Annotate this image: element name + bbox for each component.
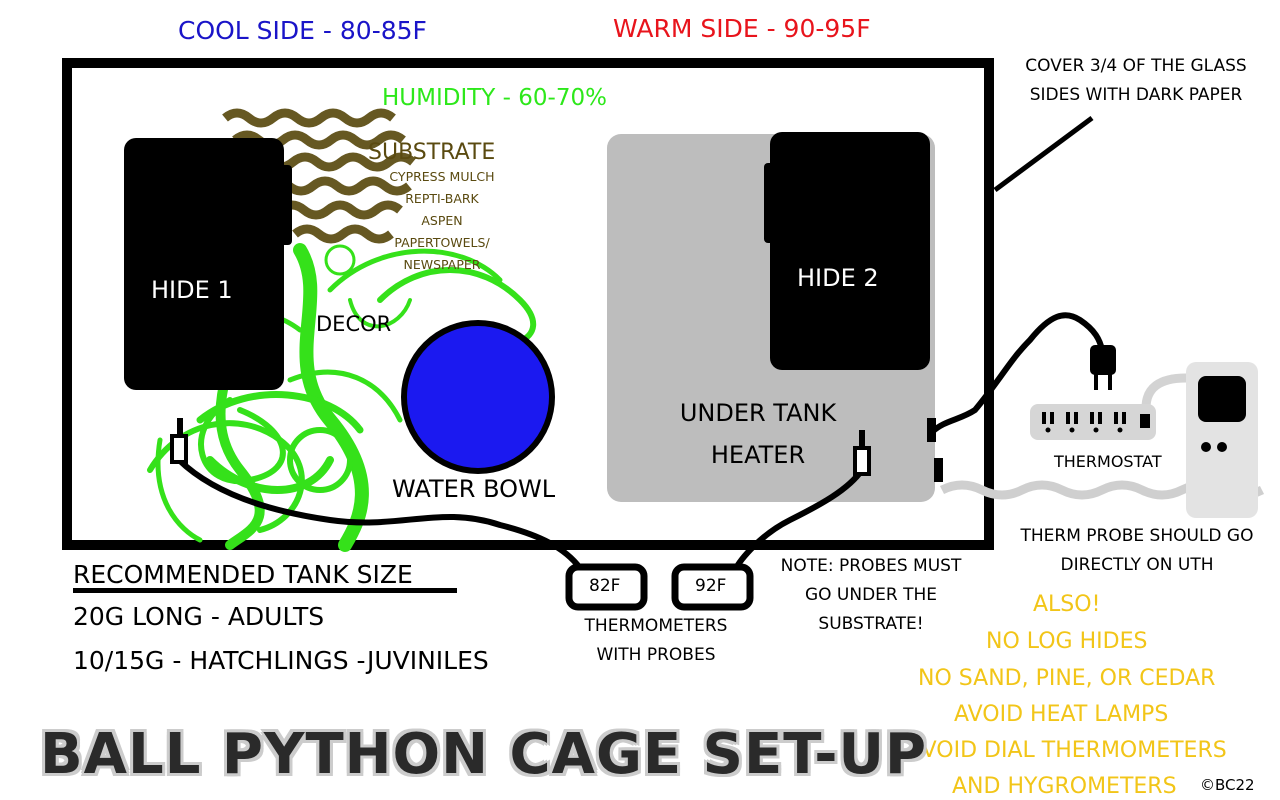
cover-pointer-line (993, 115, 1094, 193)
probe-note: NOTE: PROBES MUST GO UNDER THE SUBSTRATE… (780, 556, 962, 634)
tank-size-title: RECOMMENDED TANK SIZE (73, 560, 413, 589)
also-item: NO LOG HIDES (986, 629, 1148, 654)
heater-connector-1 (927, 418, 936, 442)
thermometers-label: THERMOMETERS WITH PROBES (584, 616, 728, 665)
heater-plug (1090, 345, 1116, 390)
also-title: ALSO! (1033, 592, 1101, 617)
substrate-texture (222, 108, 416, 244)
cover-note: COVER 3/4 OF THE GLASS SIDES WITH DARK P… (1025, 56, 1247, 105)
therm-probe-note: THERM PROBE SHOULD GO DIRECTLY ON UTH (1020, 526, 1254, 575)
substrate-item: CYPRESS MULCH (389, 169, 495, 184)
page-title: BALL PYTHON CAGE SET-UP (40, 722, 927, 787)
probe-wire-2 (732, 468, 865, 572)
thermostat-label: THERMOSTAT (1054, 452, 1162, 471)
water-bowl (401, 320, 555, 474)
water-bowl-label: WATER BOWL (392, 475, 556, 503)
hide-1-label: HIDE 1 (151, 276, 233, 304)
heater-power-cable (929, 312, 1105, 435)
also-item: AND HYGROMETERS (952, 774, 1177, 799)
under-tank-heater-label: UNDER TANK HEATER (679, 399, 837, 469)
cool-side-label: COOL SIDE - 80-85F (178, 16, 427, 45)
power-strip (1030, 373, 1187, 440)
probe-2 (853, 430, 871, 476)
thermostat-unit (1186, 362, 1258, 518)
warm-side-label: WARM SIDE - 90-95F (613, 14, 871, 43)
decor-label: DECOR (316, 312, 392, 336)
probe-1 (170, 418, 188, 464)
thermometer-reading-1: 82F (589, 576, 621, 596)
thermometer-box-2 (671, 563, 754, 611)
probe-wire-1 (176, 457, 583, 570)
substrate-title: SUBSTRATE (368, 140, 496, 165)
thermometer-reading-2: 92F (695, 576, 727, 596)
heater-connector-2 (934, 458, 943, 482)
thermometer-box-1 (565, 563, 648, 611)
also-item: NO SAND, PINE, OR CEDAR (918, 666, 1216, 691)
humidity-label: HUMIDITY - 60-70% (382, 85, 607, 111)
tank-size-line: 10/15G - HATCHLINGS -JUVINILES (73, 646, 489, 675)
substrate-item: NEWSPAPER (403, 257, 481, 272)
substrate-item: PAPERTOWELS/ (394, 235, 490, 250)
substrate-item: ASPEN (421, 213, 463, 228)
also-item: AVOID HEAT LAMPS (954, 702, 1169, 727)
tank-size-line: 20G LONG - ADULTS (73, 602, 325, 631)
also-item: AVOID DIAL THERMOMETERS (908, 738, 1227, 763)
hide-1 (124, 138, 292, 390)
tank-outline (62, 58, 994, 550)
tank-size-underline (73, 588, 457, 593)
hide-2-label: HIDE 2 (797, 264, 879, 292)
copyright: ©BC22 (1200, 776, 1255, 794)
substrate-item: REPTI-BARK (405, 191, 479, 206)
hide-2 (764, 132, 930, 370)
